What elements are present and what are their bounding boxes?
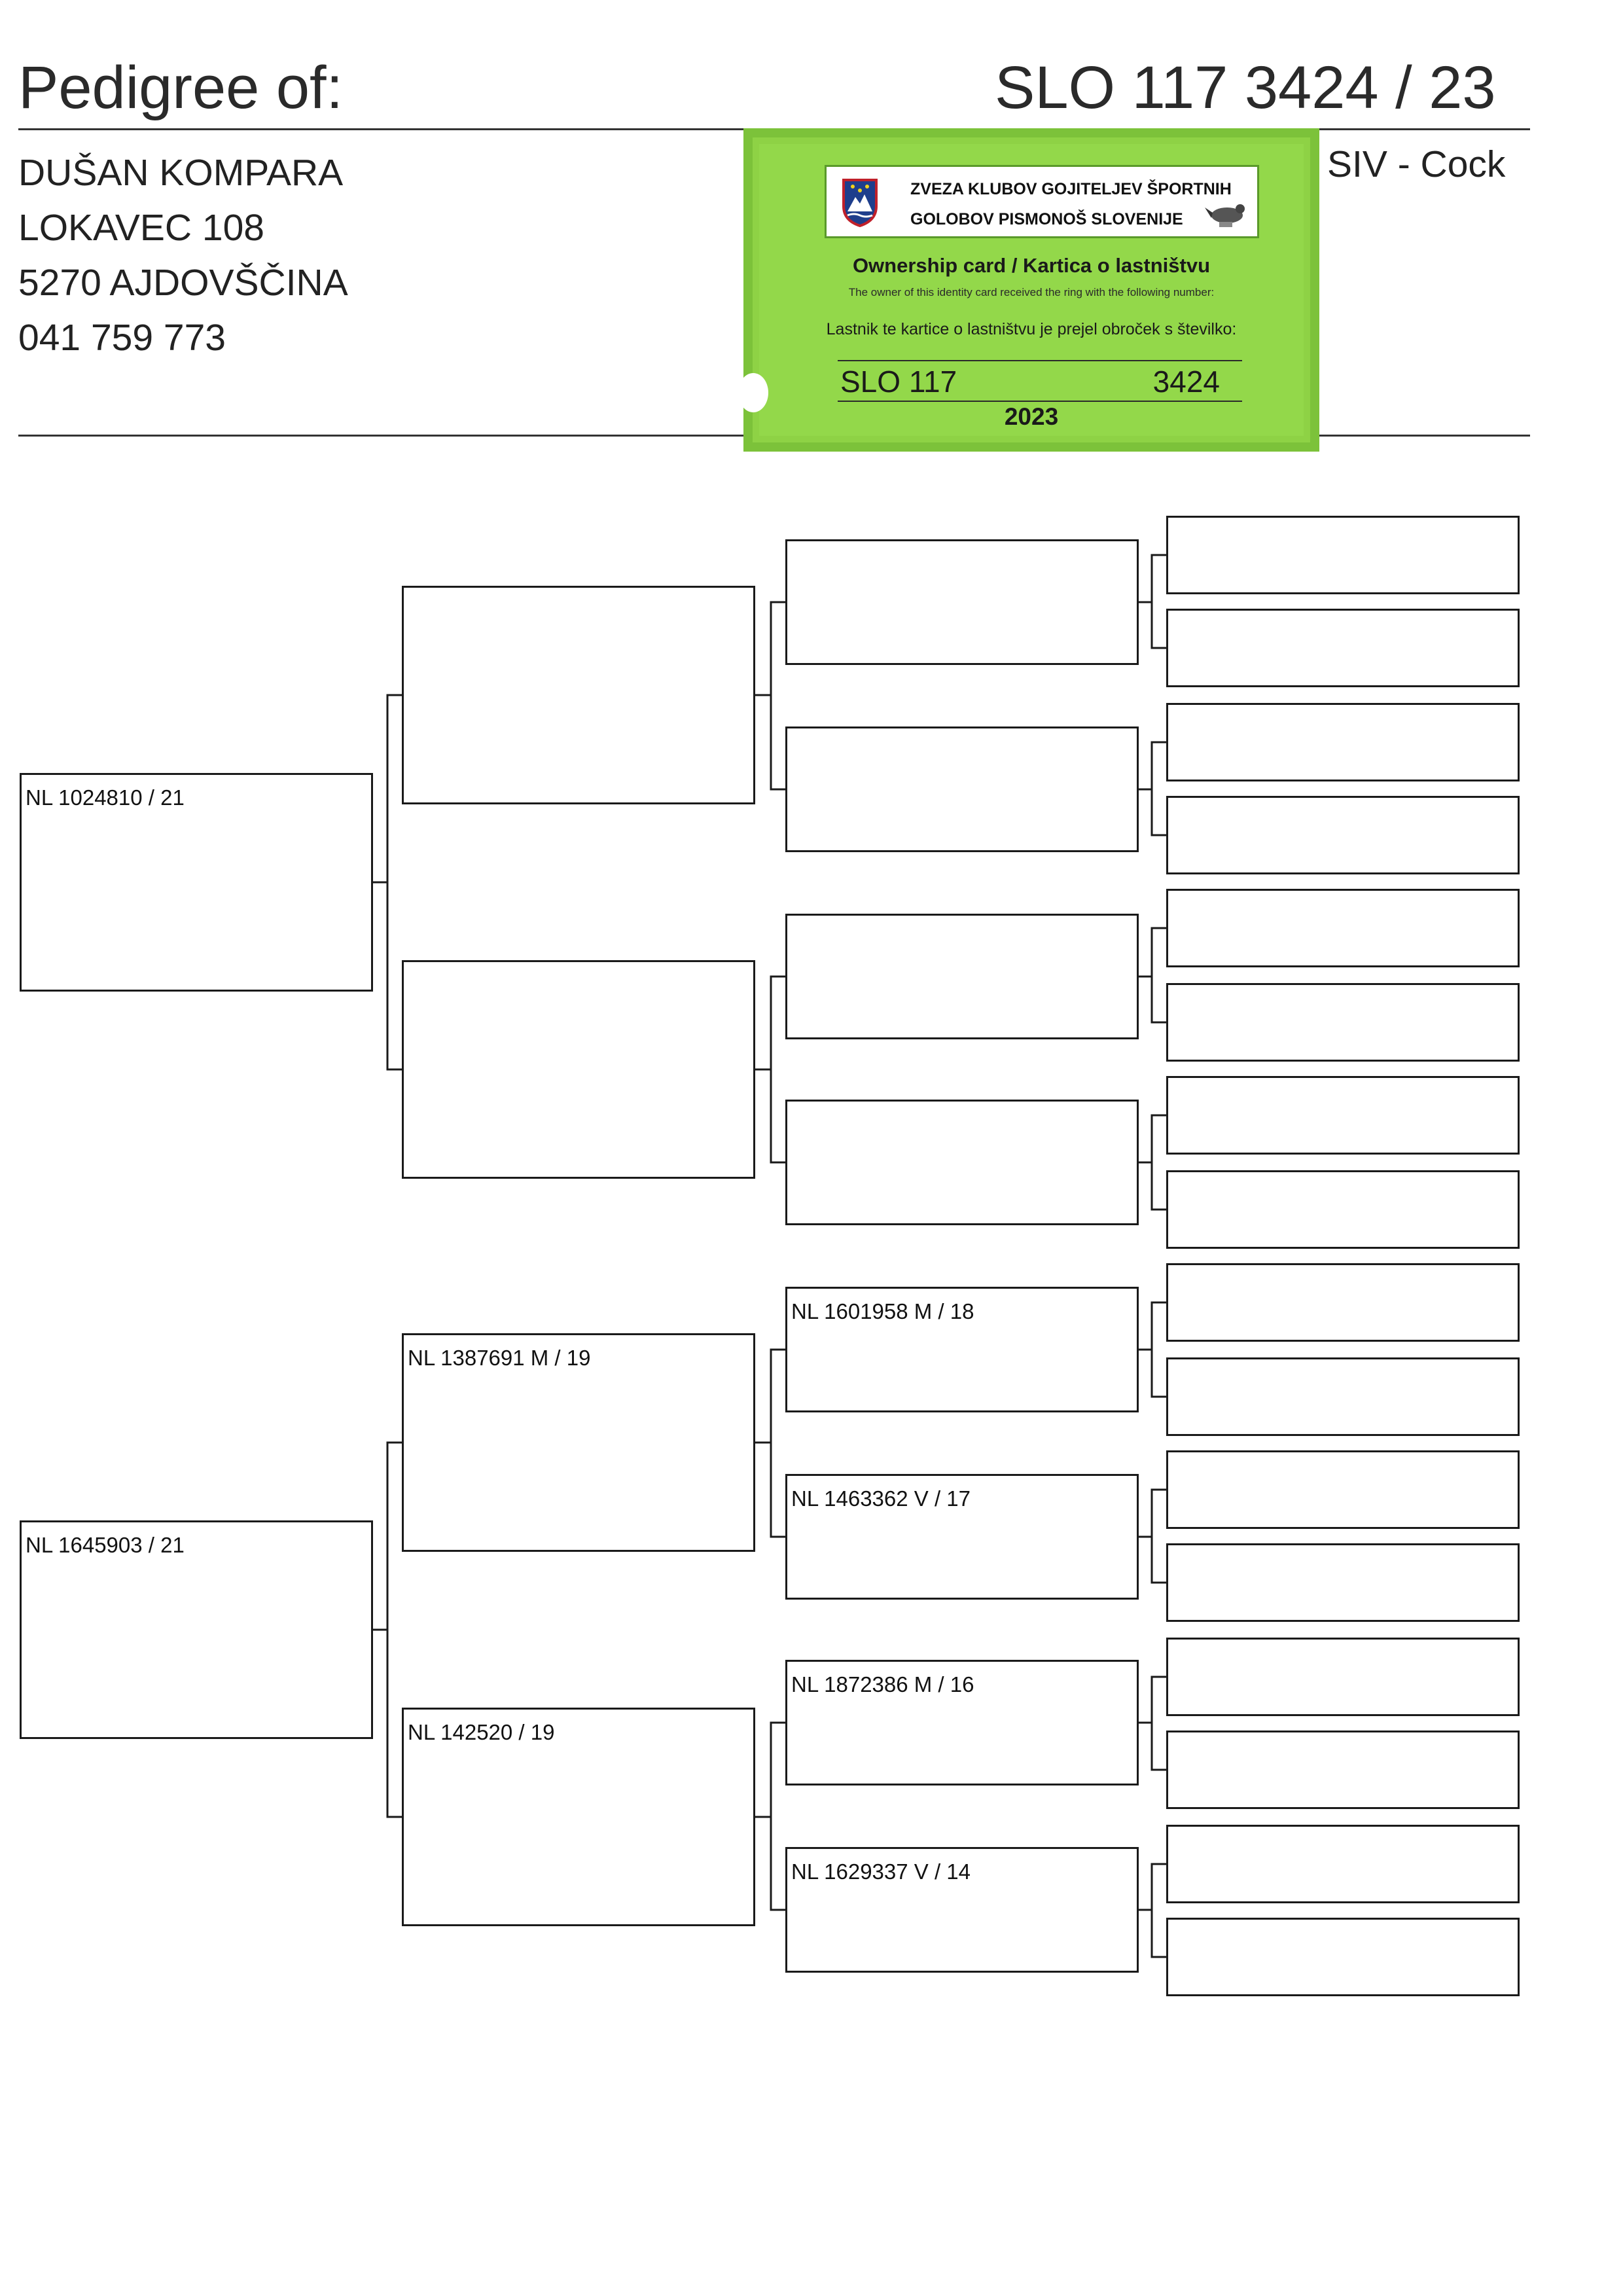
gen4-ancestor-box — [1166, 609, 1520, 687]
grandparent-box: NL 1387691 M / 19 — [402, 1333, 755, 1552]
pedigree-bracket — [1139, 1114, 1166, 1211]
great-grandparent-box: NL 1629337 V / 14 — [785, 1847, 1139, 1973]
parent-ring: NL 1645903 / 21 — [26, 1533, 185, 1557]
pedigree-bracket — [1139, 1488, 1166, 1584]
gen4-ancestor-box — [1166, 1543, 1520, 1622]
card-ring-prefix: SLO 117 — [840, 365, 957, 399]
gen4-ancestor-box — [1166, 1918, 1520, 1996]
card-ring-number: 3424 — [1152, 365, 1220, 399]
gen4-ancestor-box — [1166, 1263, 1520, 1342]
color-sex-label: SIV - Cock — [1327, 143, 1506, 185]
card-text-en: The owner of this identity card received… — [848, 286, 1215, 298]
card-text-sl: Lastnik te kartice o lastništvu je preje… — [826, 320, 1237, 338]
owner-name: DUŠAN KOMPARA — [18, 152, 344, 194]
gen4-ancestor-box — [1166, 1825, 1520, 1903]
pedigree-bracket — [1139, 741, 1166, 836]
owner-phone: 041 759 773 — [18, 317, 226, 359]
parent-box: NL 1645903 / 21 — [20, 1520, 373, 1739]
card-title: Ownership card / Kartica o lastništvu — [852, 254, 1211, 277]
great-grandparent-box: NL 1601958 M / 18 — [785, 1287, 1139, 1412]
card-notch — [738, 373, 768, 412]
pedigree-bracket — [755, 1721, 785, 1911]
owner-city: 5270 AJDOVŠČINA — [18, 262, 348, 304]
pedigree-bracket — [1139, 1863, 1166, 1958]
gen4-ancestor-box — [1166, 1357, 1520, 1436]
great-grandparent-box — [785, 726, 1139, 852]
card-ring-year: 2023 — [1004, 403, 1059, 430]
grandparent-box — [402, 586, 755, 804]
great-grandparent-ring: NL 1629337 V / 14 — [791, 1859, 971, 1884]
grandparent-ring: NL 142520 / 19 — [408, 1720, 555, 1744]
pedigree-bracket — [1139, 554, 1166, 649]
association-header: ZVEZA KLUBOV GOJITELJEV ŠPORTNIH GOLOBOV… — [825, 165, 1259, 238]
gen4-ancestor-box — [1166, 1731, 1520, 1809]
pedigree-bracket — [373, 694, 402, 1071]
gen4-ancestor-box — [1166, 983, 1520, 1062]
great-grandparent-box: NL 1872386 M / 16 — [785, 1660, 1139, 1785]
great-grandparent-ring: NL 1601958 M / 18 — [791, 1299, 974, 1323]
pedigree-bracket — [755, 975, 785, 1164]
grandparent-box — [402, 960, 755, 1179]
gen4-ancestor-box — [1166, 1638, 1520, 1716]
card-ring-top-line — [838, 360, 1242, 361]
parent-ring: NL 1024810 / 21 — [26, 785, 185, 810]
great-grandparent-box — [785, 1100, 1139, 1225]
great-grandparent-ring: NL 1463362 V / 17 — [791, 1486, 971, 1511]
gen4-ancestor-box — [1166, 1076, 1520, 1155]
gen4-ancestor-box — [1166, 1450, 1520, 1529]
association-line2: GOLOBOV PISMONOŠ SLOVENIJE — [910, 210, 1183, 228]
pedigree-bracket — [755, 1348, 785, 1538]
parent-box: NL 1024810 / 21 — [20, 773, 373, 992]
gen4-ancestor-box — [1166, 516, 1520, 594]
pedigree-bracket — [1139, 1301, 1166, 1398]
slovenia-shield-icon — [842, 179, 878, 227]
great-grandparent-box — [785, 914, 1139, 1039]
grandparent-ring: NL 1387691 M / 19 — [408, 1346, 591, 1370]
gen4-ancestor-box — [1166, 1170, 1520, 1249]
pedigree-bracket — [373, 1441, 402, 1818]
card-ring-bottom-line — [838, 401, 1242, 402]
pedigree-bracket — [755, 601, 785, 791]
association-line1: ZVEZA KLUBOV GOJITELJEV ŠPORTNIH — [910, 180, 1232, 198]
ownership-card-inner: ZVEZA KLUBOV GOJITELJEV ŠPORTNIH GOLOBOV… — [759, 144, 1304, 436]
pedigree-bracket — [1139, 1676, 1166, 1771]
gen4-ancestor-box — [1166, 889, 1520, 967]
ring-number-title: SLO 117 3424 / 23 — [995, 54, 1496, 121]
owner-street: LOKAVEC 108 — [18, 207, 264, 249]
great-grandparent-box: NL 1463362 V / 17 — [785, 1474, 1139, 1600]
gen4-ancestor-box — [1166, 796, 1520, 874]
great-grandparent-box — [785, 539, 1139, 665]
great-grandparent-ring: NL 1872386 M / 16 — [791, 1672, 974, 1696]
pedigree-bracket — [1139, 927, 1166, 1024]
page-title: Pedigree of: — [18, 54, 344, 121]
pigeon-logo-icon — [1205, 204, 1245, 227]
gen4-ancestor-box — [1166, 703, 1520, 781]
grandparent-box: NL 142520 / 19 — [402, 1708, 755, 1926]
ownership-card: ZVEZA KLUBOV GOJITELJEV ŠPORTNIH GOLOBOV… — [738, 128, 1319, 452]
